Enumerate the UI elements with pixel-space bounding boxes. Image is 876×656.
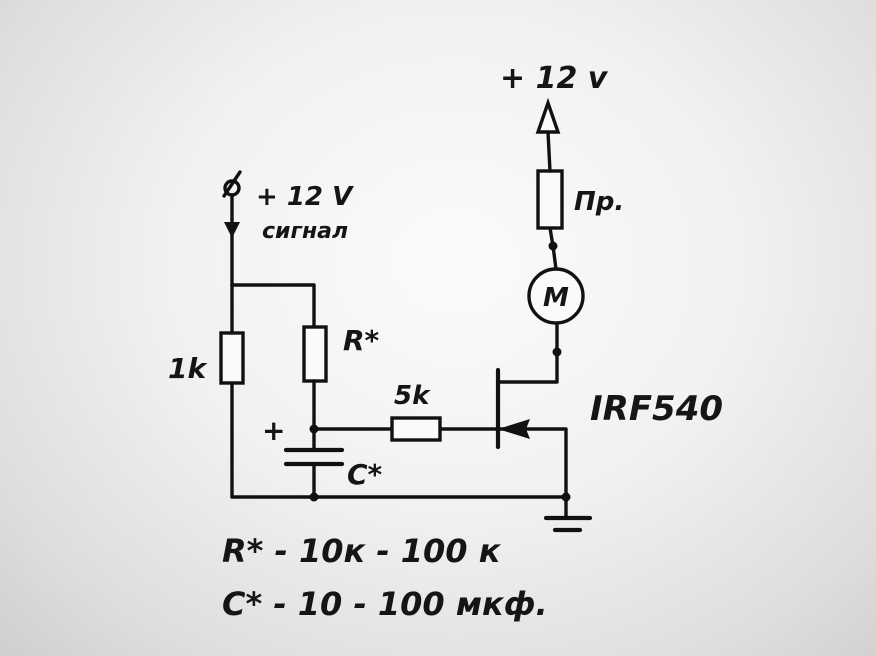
signal-input-terminal <box>222 170 242 287</box>
note-r-star-range: R* - 10к - 100 к <box>222 532 502 570</box>
junction-ground-1 <box>309 492 319 502</box>
resistor-5k <box>390 416 442 442</box>
resistor-r-star <box>302 325 328 383</box>
label-signal-word: сигнал <box>262 219 348 244</box>
label-fuse: Пр. <box>574 187 624 217</box>
resistor-1k <box>219 331 245 385</box>
label-plus: + <box>262 414 285 447</box>
fuse <box>536 169 564 230</box>
label-signal-voltage: + 12 V <box>256 182 354 212</box>
label-supply-top: + 12 v <box>500 61 609 96</box>
mosfet-irf540 <box>495 348 568 499</box>
label-c-star: C* <box>347 458 383 491</box>
wire-fuse-bottom <box>548 226 555 248</box>
label-transistor: IRF540 <box>590 389 723 429</box>
supply-arrow-icon <box>535 97 561 134</box>
wire-top-bus <box>230 283 316 329</box>
capacitor-c-star <box>283 447 345 467</box>
label-r-star: R* <box>343 324 380 357</box>
junction-drain <box>552 347 562 357</box>
note-c-star-range: C* - 10 - 100 мкф. <box>222 585 548 623</box>
label-r1: 1k <box>168 352 208 385</box>
label-motor: M <box>543 283 569 313</box>
label-r-gate: 5k <box>394 381 431 411</box>
ground-symbol <box>543 495 593 533</box>
wire-fuse-top <box>546 130 552 173</box>
